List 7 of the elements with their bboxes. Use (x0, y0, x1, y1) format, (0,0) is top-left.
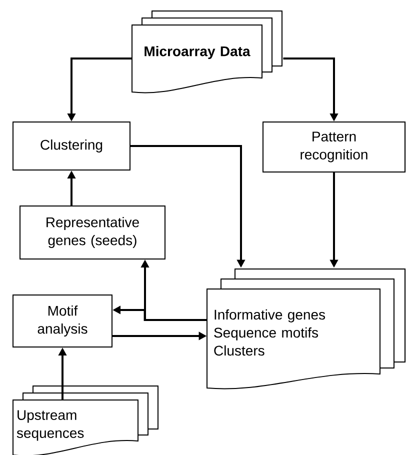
document-stack: Microarray Data (132, 10, 282, 94)
process-box: Pattern recognition (262, 122, 406, 172)
document-stack: Informative genes Sequence motifs Clusters (206, 268, 406, 390)
process-box: Representative genes (seeds) (20, 206, 166, 260)
process-box: Motif analysis (12, 294, 112, 348)
process-box: Clustering (12, 122, 130, 170)
document-stack: Upstream sequences (12, 386, 158, 455)
